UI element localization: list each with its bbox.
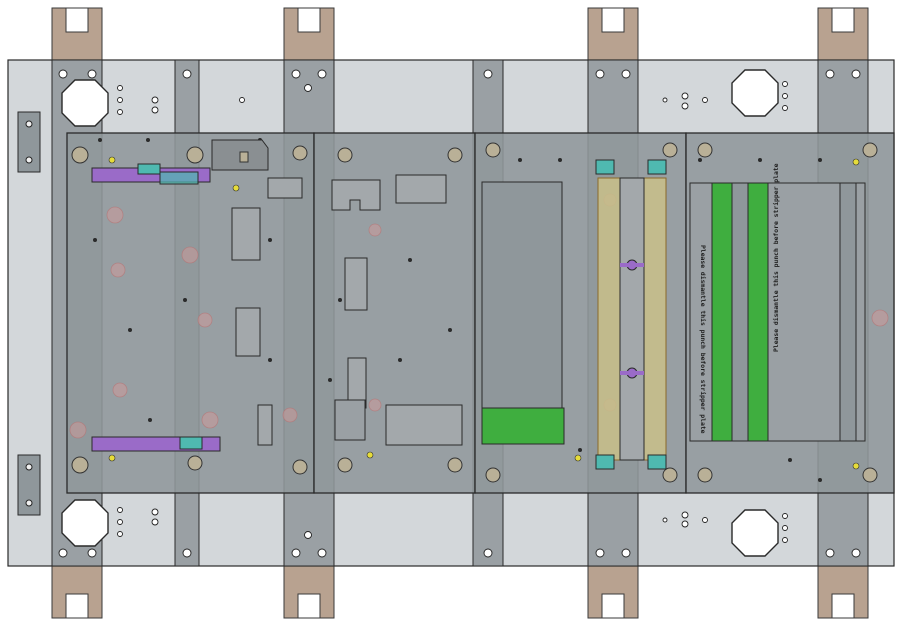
- punch-note-left: Please dismantle this punch before strip…: [699, 245, 707, 434]
- octagon-cutouts: [61, 69, 779, 557]
- green-block: [481, 407, 565, 445]
- edge-clamps-left: [17, 111, 41, 516]
- station-2-parts: [331, 174, 463, 446]
- station-4-parts: [689, 182, 866, 442]
- green-punch-right: [747, 182, 769, 442]
- lifting-lug: [587, 7, 639, 61]
- guide-bushes: [71, 142, 878, 483]
- station-3-parts: [481, 159, 667, 470]
- base-plate-holes: [58, 69, 861, 558]
- lifting-lugs-bottom: [51, 565, 869, 619]
- punch-notes: Please dismantle this punch before strip…: [699, 163, 780, 433]
- lifting-lug: [51, 7, 103, 61]
- lifting-lug: [283, 565, 335, 619]
- lifting-lug: [587, 565, 639, 619]
- dowel-markers: [108, 156, 860, 470]
- screw-holes: [93, 138, 822, 482]
- lifting-lugs-top: [51, 7, 869, 61]
- green-punch-left: [711, 182, 733, 442]
- station-1-parts: [91, 139, 303, 452]
- lifting-lug: [51, 565, 103, 619]
- lifting-lug: [283, 7, 335, 61]
- punch-note-right: Please dismantle this punch before strip…: [772, 163, 780, 352]
- lifting-lug: [817, 565, 869, 619]
- lifting-lug: [817, 7, 869, 61]
